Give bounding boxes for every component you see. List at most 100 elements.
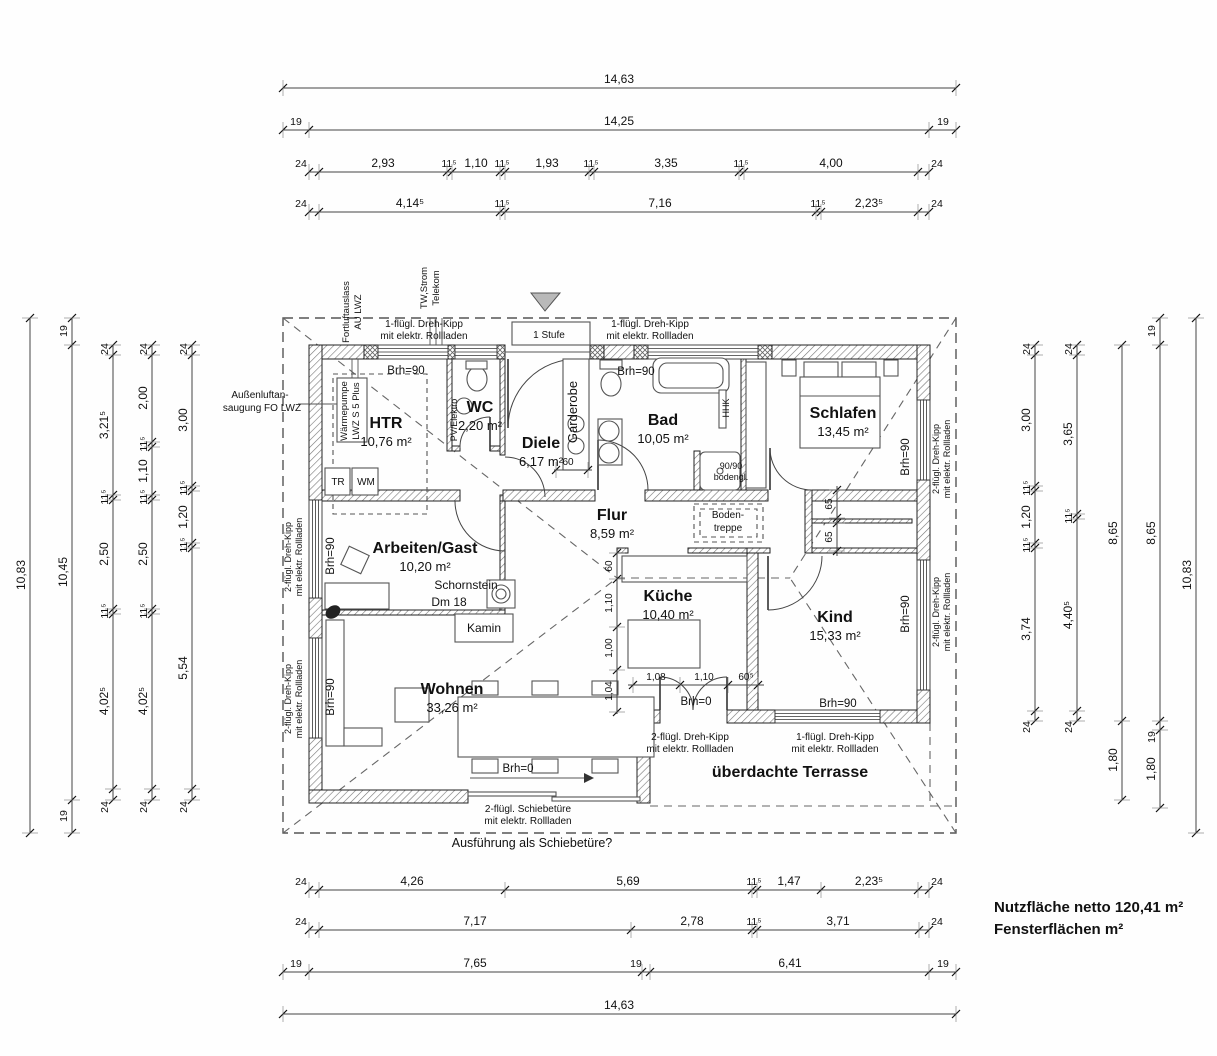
annotation-text: 1 Stufe <box>533 330 565 341</box>
heat-pump <box>336 377 368 443</box>
dim-label: 11⁵ <box>99 489 111 504</box>
annotation-text: mit elektr. Rollladen <box>942 573 952 652</box>
dim-label: 19 <box>290 116 302 128</box>
dim-label: 5,54 <box>176 656 190 680</box>
dim-label: 3,65 <box>1061 422 1075 446</box>
chair <box>471 758 499 774</box>
dim-label: 11⁵ <box>441 158 456 170</box>
annotation-text: 1-flügl. Dreh-Kipp <box>796 732 874 743</box>
room-label: überdachte Terrasse <box>712 764 868 781</box>
dim-label: 24 <box>1021 343 1033 355</box>
annotation-text: 90/90 <box>720 461 743 471</box>
dim-label: 3,35 <box>654 156 678 170</box>
dryer <box>324 467 351 496</box>
dim-label: 60⁵ <box>738 672 753 683</box>
dim-label: 24 <box>178 343 190 355</box>
dim-chain: 8,65 1,80 <box>1106 340 1130 805</box>
dim-label: 19 <box>1146 325 1158 337</box>
dim-label: 19 <box>937 116 949 128</box>
annotation-text: Schornstein <box>434 578 497 592</box>
dim-label: 4,02⁵ <box>136 687 150 715</box>
dim-chain: 601,101,001,04 <box>604 548 625 717</box>
dim-chain: 14,63 <box>278 72 961 96</box>
dim-label: 60 <box>604 560 615 572</box>
bed <box>799 376 881 449</box>
annotation-text: Telekom <box>431 270 442 305</box>
dim-label: 1,80 <box>1106 748 1120 772</box>
dim-label: 11⁵ <box>583 158 598 170</box>
dim-label: 7,17 <box>463 914 487 928</box>
entry-step <box>511 321 591 346</box>
room-label: HTR 10,76 m² <box>360 415 412 449</box>
dim-label: 5,69 <box>616 874 640 888</box>
dim-label: 19 <box>58 325 70 337</box>
dim-label: 3,71 <box>826 914 850 928</box>
dim-label: 11⁵ <box>178 480 190 495</box>
dim-label: 11⁵ <box>178 537 190 552</box>
dim-label: 1,20 <box>176 505 190 529</box>
dim-label: 24 <box>99 343 111 355</box>
dim-label: 8,65 <box>1144 521 1158 545</box>
dim-label: 1,10 <box>464 156 488 170</box>
pillow <box>841 361 877 378</box>
dim-label: 1,10 <box>136 459 150 483</box>
dim-label: 4,26 <box>400 874 424 888</box>
dim-label: 11⁵ <box>494 198 509 210</box>
chair <box>591 680 619 696</box>
dim-label: 19 <box>630 958 642 970</box>
annotation-text: Brh=90 <box>900 438 912 475</box>
wc-toilet <box>466 366 488 392</box>
annotation-text: Außenluftan- <box>231 390 288 401</box>
dim-label: 24 <box>178 801 190 813</box>
dim-label: 8,65 <box>1106 521 1120 545</box>
dim-label: 19 <box>1146 731 1158 743</box>
dim-label: 11⁵ <box>138 603 150 618</box>
room-area: 13,45 m² <box>817 424 869 439</box>
dim-label: 24 <box>99 801 111 813</box>
brh-arrow-icon <box>584 773 594 783</box>
chair <box>471 680 499 696</box>
annotation-text: Garderobe <box>565 381 580 443</box>
dim-label: 24 <box>931 198 943 210</box>
room-area: 8,59 m² <box>590 526 635 541</box>
room-area: 15,33 m² <box>809 628 861 643</box>
service-area <box>332 373 428 515</box>
pillow <box>803 361 839 378</box>
room-area: 10,05 m² <box>637 431 689 446</box>
dim-label: 11⁵ <box>138 489 150 504</box>
dim-label: 10,83 <box>1180 560 1194 590</box>
annotation-text: WM <box>357 477 375 488</box>
dim-label: 1,10 <box>604 593 615 613</box>
dim-label: 1,08 <box>646 672 666 683</box>
annotation-text: AU LWZ <box>353 294 364 329</box>
dim-label: 4,00 <box>819 156 843 170</box>
dim-label: 2,93 <box>371 156 395 170</box>
dim-label: 4,14⁵ <box>396 196 424 210</box>
annotation-text: bodengl. <box>714 472 749 482</box>
dim-label: 65 <box>824 531 835 543</box>
dim-label: 24 <box>1021 721 1033 733</box>
dim-label: 14,63 <box>604 72 634 86</box>
dim-label: 19 <box>290 958 302 970</box>
dim-label: 14,25 <box>604 114 634 128</box>
dim-label: 7,65 <box>463 956 487 970</box>
dim-label: 1,80 <box>1144 757 1158 781</box>
annotation-text: Kamin <box>467 621 501 635</box>
room-area: 10,76 m² <box>360 434 412 449</box>
nightstand <box>883 359 899 377</box>
dining-table <box>457 696 655 758</box>
dim-label: 1,47 <box>777 874 801 888</box>
room-name: HTR <box>370 415 403 432</box>
side-table <box>394 687 430 723</box>
annotation-text: 2-flügl. Schiebetüre <box>485 804 572 815</box>
